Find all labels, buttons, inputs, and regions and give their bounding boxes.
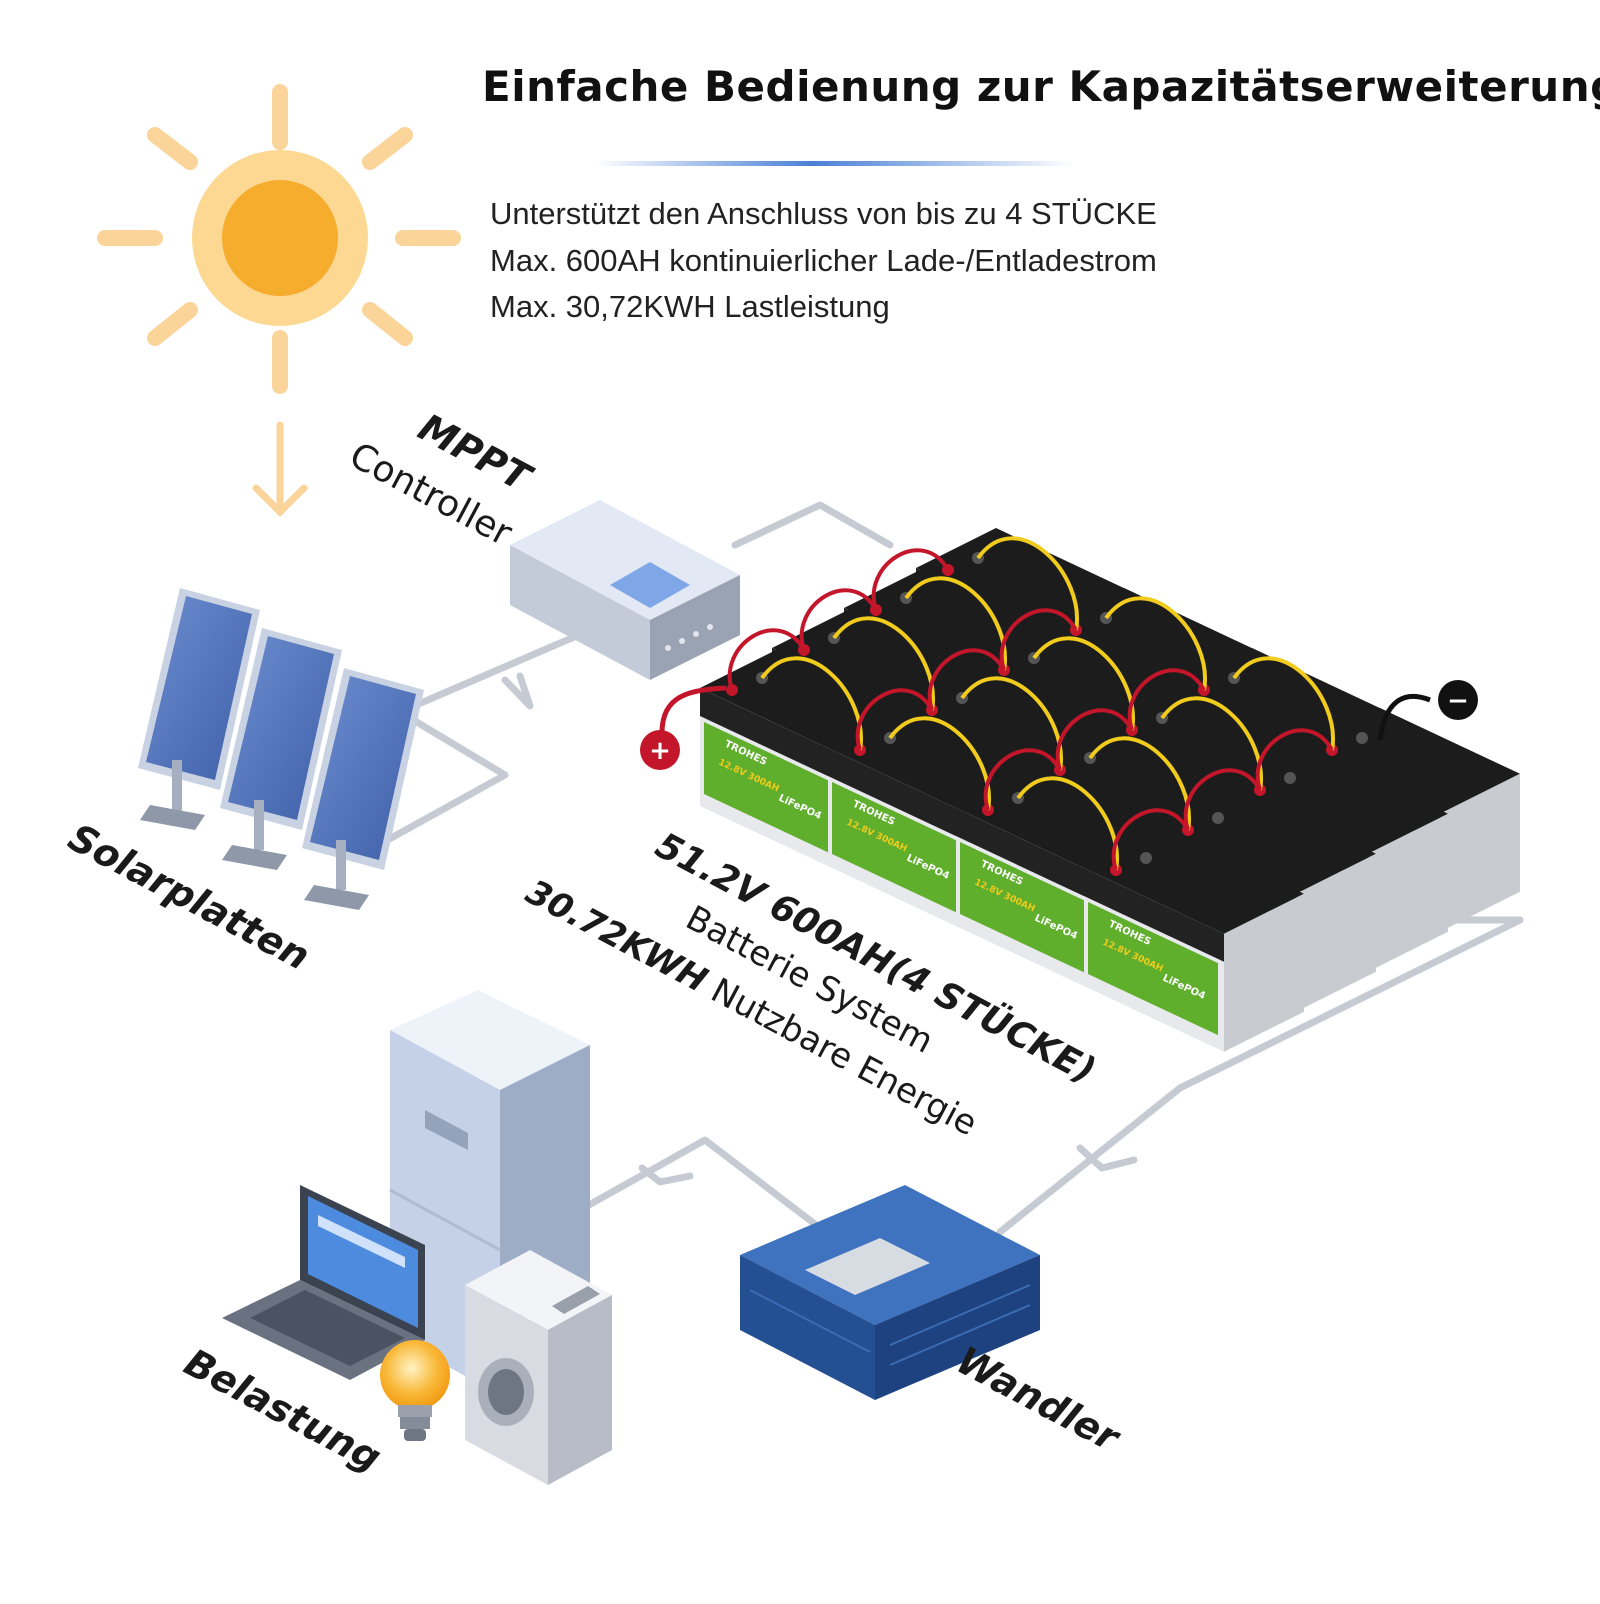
red-parallel-cable [999,608,1078,671]
yellow-bridge-cable [832,616,935,711]
title-divider [595,161,1075,166]
yellow-bridge-cable [1104,596,1207,691]
red-parallel-cable [1055,708,1134,771]
yellow-bridge-cable [960,676,1063,771]
feature-line-1: Unterstützt den Anschluss von bis zu 4 S… [490,196,1157,231]
red-parallel-cable [855,688,934,751]
red-parallel-cable [799,588,878,651]
bridge-cables [727,536,1335,871]
yellow-bridge-cable [904,576,1007,671]
inverter-icon [740,1185,1040,1400]
yellow-bridge-cable [1016,776,1119,871]
washing-machine-icon [465,1250,612,1485]
yellow-bridge-cable [1032,636,1135,731]
connection-wires [351,501,1524,1236]
positive-terminal-icon: + [640,730,680,770]
positive-terminal-symbol: + [649,736,671,766]
laptop-icon [222,1185,425,1380]
red-parallel-cable [983,748,1062,811]
red-parallel-cable [1127,668,1206,731]
red-parallel-cable [1183,768,1262,831]
page-title: Einfache Bedienung zur Kapazitätserweite… [482,62,1600,111]
yellow-bridge-cable [1160,696,1263,791]
solar-panel-icon [138,588,424,910]
yellow-bridge-cable [760,656,863,751]
red-parallel-cable [1111,808,1190,871]
battery-negative-post [1284,772,1296,784]
feature-line-3: Max. 30,72KWH Lastleistung [490,289,890,324]
feature-line-2: Max. 600AH kontinuierlicher Lade-/Entlad… [490,243,1157,278]
sun-icon [97,84,461,394]
battery-negative-post [1356,732,1368,744]
battery-negative-post [1212,812,1224,824]
red-parallel-cable [727,628,806,691]
down-arrow-icon [252,421,308,517]
red-parallel-cable [871,548,950,611]
red-parallel-cable [927,648,1006,711]
yellow-bridge-cable [1232,656,1335,751]
red-parallel-cable [1255,728,1334,791]
yellow-bridge-cable [976,536,1079,631]
yellow-bridge-cable [1088,736,1191,831]
battery-negative-post [1140,852,1152,864]
negative-terminal-icon: − [1438,680,1478,720]
negative-terminal-symbol: − [1447,686,1469,716]
light-bulb-icon [380,1340,450,1441]
terminal-cables [659,685,1431,741]
yellow-bridge-cable [888,716,991,811]
mppt-controller-icon [510,500,740,680]
